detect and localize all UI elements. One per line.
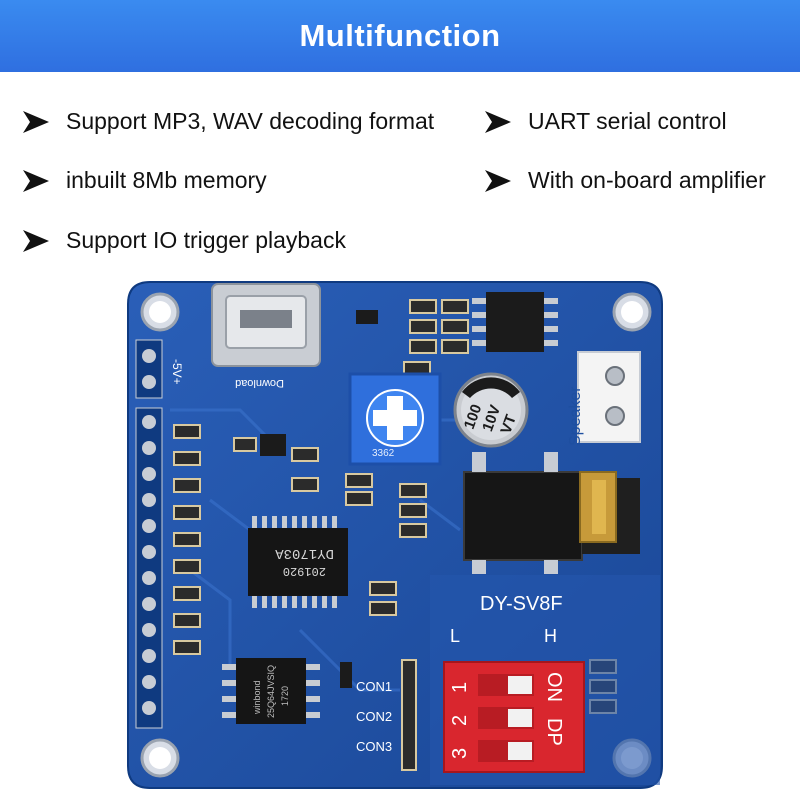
feature-item-mp3: Support MP3, WAV decoding format: [23, 108, 434, 135]
chip-text-2: DY1703A: [275, 545, 334, 561]
resistor-column: [173, 424, 201, 655]
dip-dp-label: DP: [543, 718, 565, 746]
header-banner: Multifunction: [0, 0, 800, 72]
flash-text-3: 1720: [280, 686, 290, 706]
cap-text-3: VT: [497, 412, 520, 436]
arrow-bullet-icon: [485, 169, 511, 192]
feature-item-amplifier: With on-board amplifier: [485, 167, 766, 194]
pcb-board: Download -5V+ 3362: [127, 281, 663, 789]
con3-label: CON3: [356, 739, 392, 754]
feature-text: With on-board amplifier: [528, 167, 766, 193]
dip-switch: 1 2 3 ON DP: [443, 661, 585, 773]
flash-text-1: winbond: [252, 680, 262, 715]
speaker-label: Speaker: [567, 386, 584, 446]
chip-text-1: 201920: [283, 564, 326, 578]
dip-num-1: 1: [449, 682, 471, 693]
decoder-chip: 201920 DY1703A: [248, 516, 348, 608]
micro-usb-port: [211, 283, 321, 367]
speaker-connector: Speaker: [567, 351, 641, 446]
con2-label: CON2: [356, 709, 392, 724]
feature-text: Support MP3, WAV decoding format: [66, 108, 435, 134]
header-title: Multifunction: [299, 18, 501, 53]
feature-item-io-trigger: Support IO trigger playback: [23, 227, 346, 254]
amplifier-chip: [472, 292, 558, 352]
arrow-bullet-icon: [23, 229, 49, 252]
feature-item-memory: inbuilt 8Mb memory: [23, 167, 267, 194]
flash-text-2: 25Q64JVSIQ: [266, 665, 276, 718]
power-label: -5V+: [170, 359, 184, 385]
feature-item-uart: UART serial control: [485, 108, 727, 135]
feature-text: Support IO trigger playback: [66, 227, 346, 253]
arrow-bullet-icon: [23, 110, 49, 133]
pot-label: 3362: [372, 448, 395, 459]
feature-text: UART serial control: [528, 108, 727, 134]
label-h: H: [544, 626, 557, 646]
board-photo: Download -5V+ 3362: [0, 270, 800, 800]
feature-text: inbuilt 8Mb memory: [66, 167, 267, 193]
transistors: [260, 310, 378, 688]
arrow-bullet-icon: [485, 110, 511, 133]
model-label: DY-SV8F: [480, 593, 563, 615]
potentiometer: 3362: [348, 372, 442, 466]
audio-jack: [463, 452, 640, 574]
pin-header-left: [135, 407, 163, 729]
label-l: L: [450, 626, 460, 646]
dip-on-label: ON: [543, 672, 565, 702]
con1-label: CON1: [356, 679, 392, 694]
electrolytic-capacitor: 100 10V VT: [453, 372, 529, 448]
arrow-bullet-icon: [23, 169, 49, 192]
flash-chip: winbond 25Q64JVSIQ 1720: [222, 658, 320, 724]
dip-num-2: 2: [449, 715, 471, 726]
download-label: Download: [235, 377, 284, 389]
pin-header-top: [135, 339, 163, 399]
dip-num-3: 3: [449, 748, 471, 759]
